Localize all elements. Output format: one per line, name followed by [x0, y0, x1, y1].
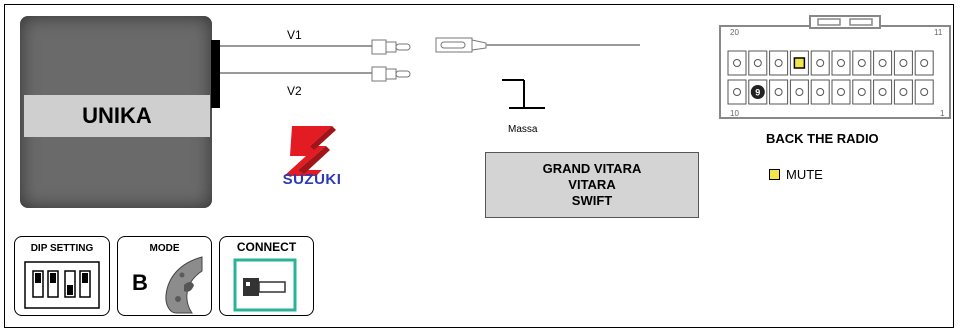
vehicle-list: GRAND VITARA VITARA SWIFT	[485, 152, 699, 218]
pin-hole	[816, 59, 825, 67]
pin-hole	[837, 59, 845, 67]
dip-switch-icon	[24, 261, 100, 309]
pin-hole	[857, 59, 866, 67]
interface-connector	[211, 40, 220, 108]
pin-hole	[733, 88, 741, 96]
dip-setting-panel: DIP SETTING	[14, 236, 110, 316]
pin-hole	[878, 59, 887, 67]
pin-hole	[857, 88, 866, 96]
pin-hole	[733, 59, 741, 67]
pin-hole	[899, 88, 908, 96]
radio-caption: BACK THE RADIO	[766, 131, 879, 146]
pin-hole	[837, 88, 845, 96]
vehicle-item: SWIFT	[571, 193, 613, 208]
marked-pin-number: 9	[755, 88, 760, 98]
v2-label: V2	[287, 84, 302, 98]
pin-number-bottom-right: 1	[940, 109, 945, 118]
mute-pin	[793, 57, 806, 69]
female-connector	[435, 37, 487, 53]
pin-hole	[920, 59, 929, 67]
pin-number-top-left: 20	[730, 28, 739, 37]
mode-panel: MODE B	[117, 236, 212, 316]
mode-value: B	[132, 270, 148, 295]
suzuki-wordmark: SUZUKI	[282, 171, 342, 188]
radio-connector: 9 20 11 10 1	[719, 15, 951, 119]
mute-swatch	[769, 169, 780, 180]
interface-label: UNIKA	[24, 95, 210, 137]
v2-male-connector	[371, 66, 411, 82]
mode-title: MODE	[149, 243, 180, 254]
pin-hole	[816, 88, 825, 96]
vehicle-item: GRAND VITARA	[542, 161, 642, 176]
ground-symbol	[502, 79, 545, 109]
pin-hole	[899, 59, 908, 67]
v1-label: V1	[287, 28, 302, 42]
diagram-frame	[4, 4, 954, 328]
pin-number-bottom-left: 10	[730, 109, 739, 118]
pin-hole	[920, 88, 929, 96]
connect-title: CONNECT	[236, 240, 297, 254]
pin-hole	[774, 88, 783, 96]
ground-label: Massa	[508, 124, 538, 135]
mute-label: MUTE	[786, 167, 823, 182]
pin-hole	[774, 59, 783, 67]
pin-hole	[753, 59, 762, 67]
connect-panel: CONNECT	[219, 236, 314, 316]
connector-plug-icon	[233, 258, 297, 312]
pin-number-top-right: 11	[934, 28, 943, 37]
v1-male-connector	[371, 39, 411, 55]
pin-hole	[795, 88, 804, 96]
dip-setting-title: DIP SETTING	[30, 243, 94, 254]
suzuki-logo	[284, 126, 336, 176]
steering-wheel-icon	[165, 256, 203, 314]
mute-legend: MUTE	[769, 167, 823, 182]
pin-hole	[878, 88, 887, 96]
marked-pin	[750, 85, 765, 99]
vehicle-item: VITARA	[568, 177, 616, 192]
